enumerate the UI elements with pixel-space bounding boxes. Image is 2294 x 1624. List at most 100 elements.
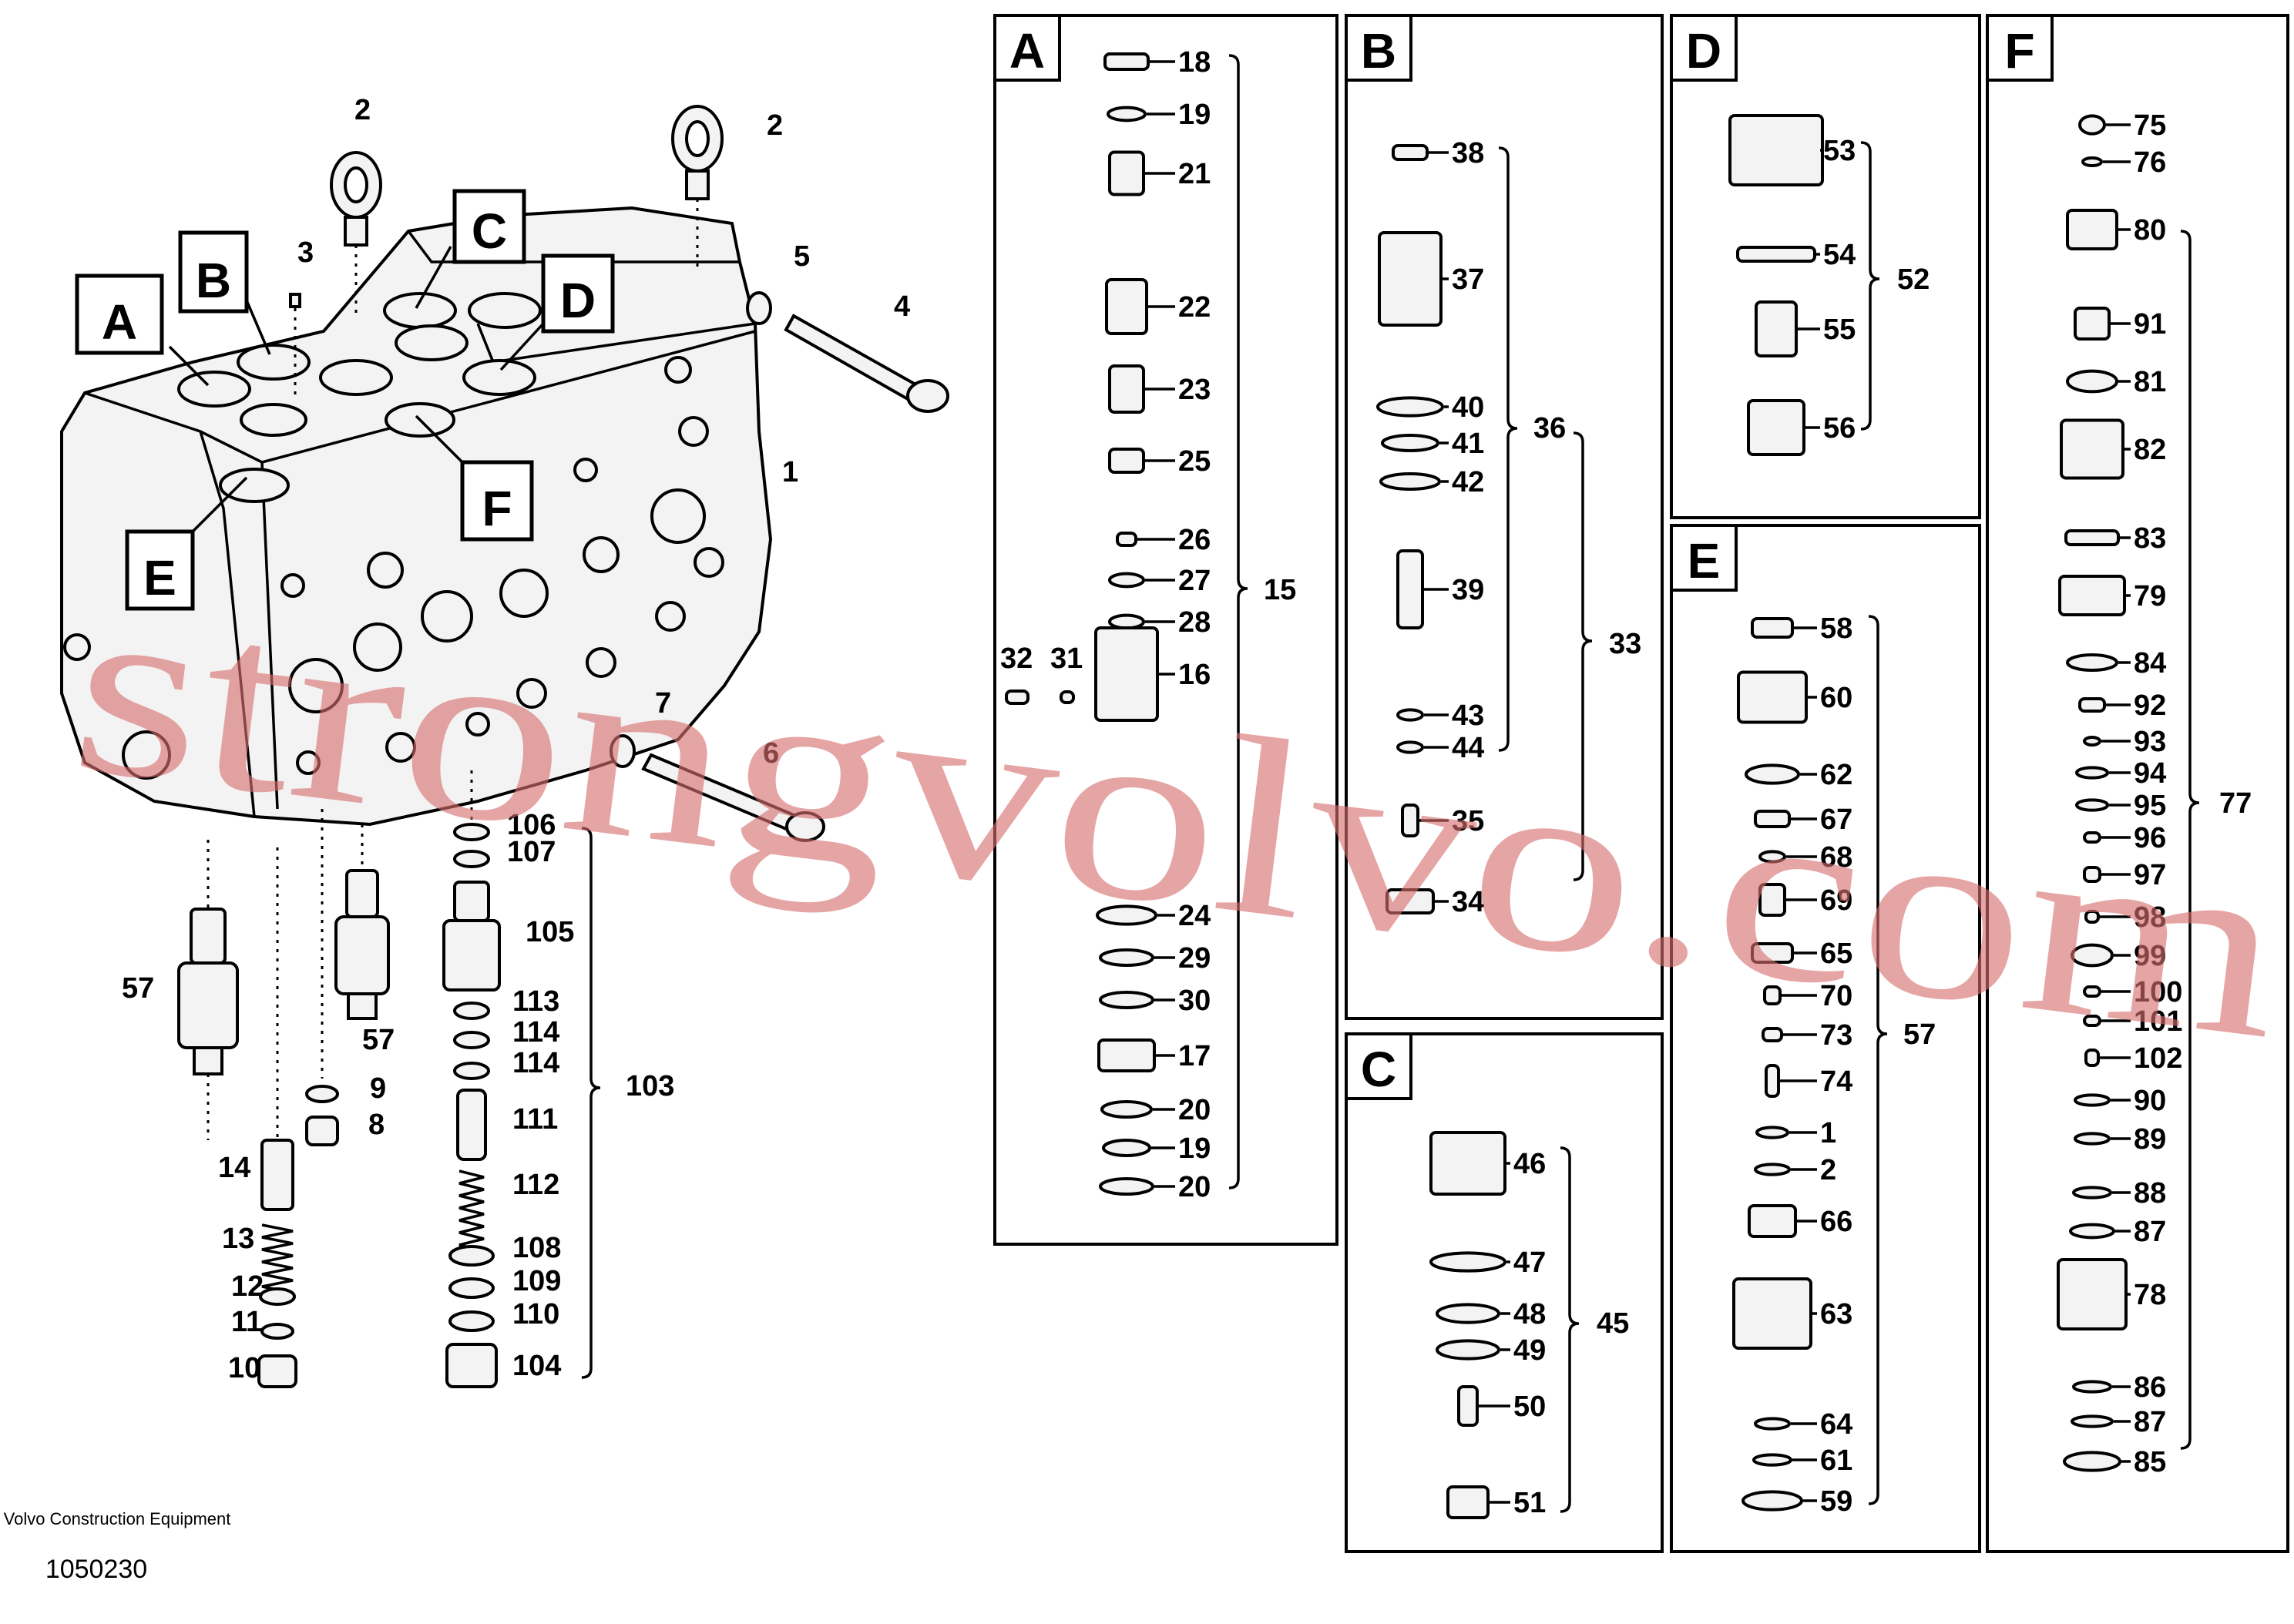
eye-bolt-right (671, 105, 724, 270)
label-A-29: 29 (1178, 942, 1211, 975)
label-F-80: 80 (2134, 214, 2166, 247)
label-A-19: 19 (1178, 99, 1211, 131)
callout-A-leader (168, 345, 210, 387)
label-E-67: 67 (1820, 804, 1852, 836)
part-B-38 (1392, 144, 1449, 161)
plug-10 (257, 1354, 297, 1388)
label-D-56: 56 (1823, 412, 1856, 445)
part-F-89 (2074, 1132, 2131, 1146)
label-A-27: 27 (1178, 565, 1211, 597)
label-E-65: 65 (1820, 938, 1852, 970)
bolt-6 (641, 753, 825, 842)
label-F-93: 93 (2134, 726, 2166, 758)
callout-E-label: E (143, 550, 176, 606)
main-label-2: 2 (767, 109, 783, 142)
part-C-50 (1457, 1385, 1510, 1427)
label-D-55: 55 (1823, 314, 1856, 346)
callout-F-box (460, 460, 534, 542)
label-A-28: 28 (1178, 606, 1211, 639)
bracket-33 (1573, 431, 1593, 881)
part-F-92 (2078, 697, 2131, 713)
label-C-50: 50 (1513, 1391, 1546, 1423)
callout-E-leader (191, 476, 248, 533)
label-F-97: 97 (2134, 859, 2166, 891)
group-label-103: 103 (626, 1070, 674, 1102)
part-F-87 (2069, 1223, 2131, 1240)
label-E-59: 59 (1820, 1485, 1852, 1518)
label-A-16: 16 (1178, 659, 1211, 691)
label-A-31: 31 (1050, 643, 1083, 675)
callout-C-box (452, 189, 526, 264)
callout-E-box (125, 529, 195, 611)
main-label-114: 114 (512, 1047, 559, 1079)
callout-D-box (541, 253, 615, 334)
label-F-100: 100 (2134, 976, 2182, 1008)
label-F-98: 98 (2134, 901, 2166, 934)
part-A-17 (1097, 1038, 1175, 1072)
label-F-75: 75 (2134, 109, 2166, 142)
part-F-99 (2071, 943, 2131, 968)
part-A-24 (1096, 904, 1175, 926)
label-E-1: 1 (1820, 1117, 1836, 1149)
part-F-94 (2075, 766, 2131, 780)
part-A-26 (1116, 532, 1175, 547)
part-E-58 (1751, 617, 1817, 639)
part-E-62 (1745, 763, 1817, 785)
panel-C: C (1345, 1032, 1664, 1553)
part-F-91 (2074, 307, 2131, 341)
part-B-42 (1379, 472, 1449, 491)
main-label-112: 112 (512, 1169, 559, 1201)
label-F-102: 102 (2134, 1042, 2182, 1075)
label-F-85: 85 (2134, 1446, 2166, 1478)
o-ring-11 (260, 1323, 294, 1340)
part-C-51 (1446, 1485, 1510, 1519)
part-B-43 (1396, 708, 1449, 722)
o-ring-9 (305, 1085, 339, 1103)
callout-B-label: B (196, 253, 231, 308)
label-F-82: 82 (2134, 434, 2166, 466)
part-A-19 (1102, 1139, 1175, 1157)
label-F-86: 86 (2134, 1371, 2166, 1404)
main-label-13: 13 (222, 1223, 254, 1255)
part-E-73 (1762, 1027, 1817, 1042)
label-F-78: 78 (2134, 1279, 2166, 1311)
part-E-59 (1741, 1490, 1817, 1512)
label-E-69: 69 (1820, 884, 1852, 917)
part-C-47 (1429, 1251, 1510, 1273)
label-E-62: 62 (1820, 759, 1852, 791)
part-F-93 (2083, 736, 2131, 747)
part-E-66 (1748, 1204, 1817, 1238)
spring-13 (261, 1223, 294, 1294)
label-D-54: 54 (1823, 239, 1856, 271)
label-F-89: 89 (2134, 1123, 2166, 1156)
main-label-3: 3 (297, 237, 314, 269)
label-E-63: 63 (1820, 1298, 1852, 1330)
label-A-25: 25 (1178, 445, 1211, 478)
label-A-17: 17 (1178, 1040, 1211, 1072)
main-label-6: 6 (763, 737, 779, 770)
panel-E-title: E (1688, 533, 1721, 589)
label-A-26: 26 (1178, 524, 1211, 556)
label-E-74: 74 (1820, 1065, 1852, 1098)
main-label-109: 109 (512, 1265, 561, 1297)
part-F-100 (2083, 985, 2131, 998)
part-A-29 (1099, 948, 1175, 967)
main-label-57: 57 (362, 1024, 395, 1056)
valve-57-right (334, 824, 390, 1020)
label-B-41: 41 (1452, 428, 1484, 460)
main-label-5: 5 (794, 240, 810, 273)
callout-B-box (178, 230, 249, 314)
label-B-37: 37 (1452, 263, 1484, 296)
callout-D-leader (499, 322, 545, 371)
panel-A: A (993, 14, 1338, 1246)
main-label-7: 7 (655, 687, 671, 720)
part-E-69 (1758, 883, 1817, 917)
label-B-35: 35 (1452, 805, 1484, 837)
label-A-22: 22 (1178, 291, 1211, 324)
main-label-106: 106 (507, 809, 556, 841)
part-A-32 (1005, 690, 1029, 705)
part-E-68 (1758, 850, 1817, 864)
part-B-37 (1378, 231, 1449, 327)
callout-A-label: A (102, 294, 137, 350)
